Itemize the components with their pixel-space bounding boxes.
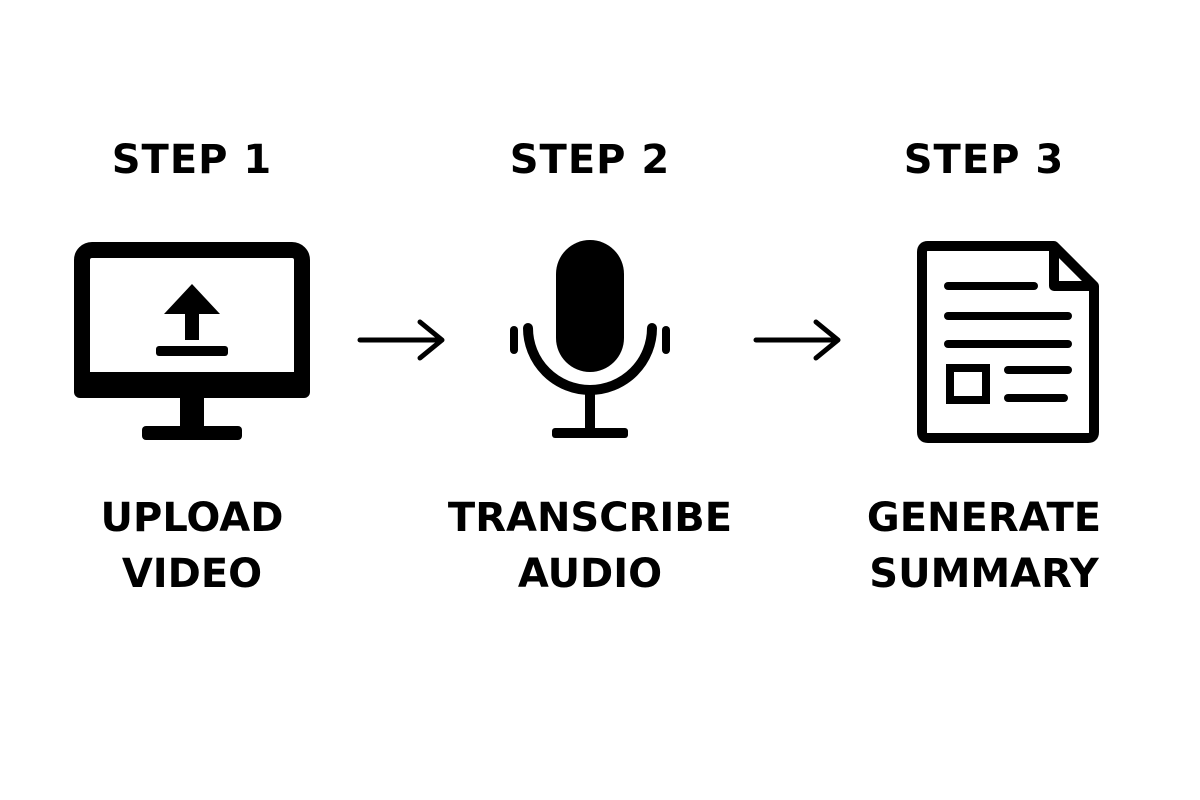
- arrow-right-icon: [357, 319, 445, 361]
- step-1: STEP 1 UPLOAD VIDEO: [32, 0, 352, 800]
- step-1-caption-line-2: VIDEO: [121, 551, 263, 597]
- arrow-right-icon: [753, 319, 841, 361]
- step-2-caption-line-1: TRANSCRIBE: [447, 495, 733, 541]
- step-1-caption: UPLOAD VIDEO: [32, 490, 352, 602]
- step-3-caption-line-1: GENERATE: [866, 495, 1102, 541]
- step-2: STEP 2 TRANSCRIBE AUDIO: [430, 0, 750, 800]
- step-1-caption-line-1: UPLOAD: [100, 495, 284, 541]
- step-2-title: STEP 2: [509, 137, 671, 183]
- step-2-caption-line-2: AUDIO: [517, 551, 663, 597]
- step-3-title: STEP 3: [903, 137, 1065, 183]
- step-1-title: STEP 1: [111, 137, 273, 183]
- step-3: STEP 3 GENERATE SUMMARY: [824, 0, 1144, 800]
- document-icon: [917, 241, 1099, 443]
- step-3-caption: GENERATE SUMMARY: [824, 490, 1144, 602]
- step-2-caption: TRANSCRIBE AUDIO: [430, 490, 750, 602]
- microphone-icon: [510, 240, 670, 438]
- monitor-upload-icon: [74, 242, 310, 440]
- step-3-caption-line-2: SUMMARY: [869, 551, 1099, 597]
